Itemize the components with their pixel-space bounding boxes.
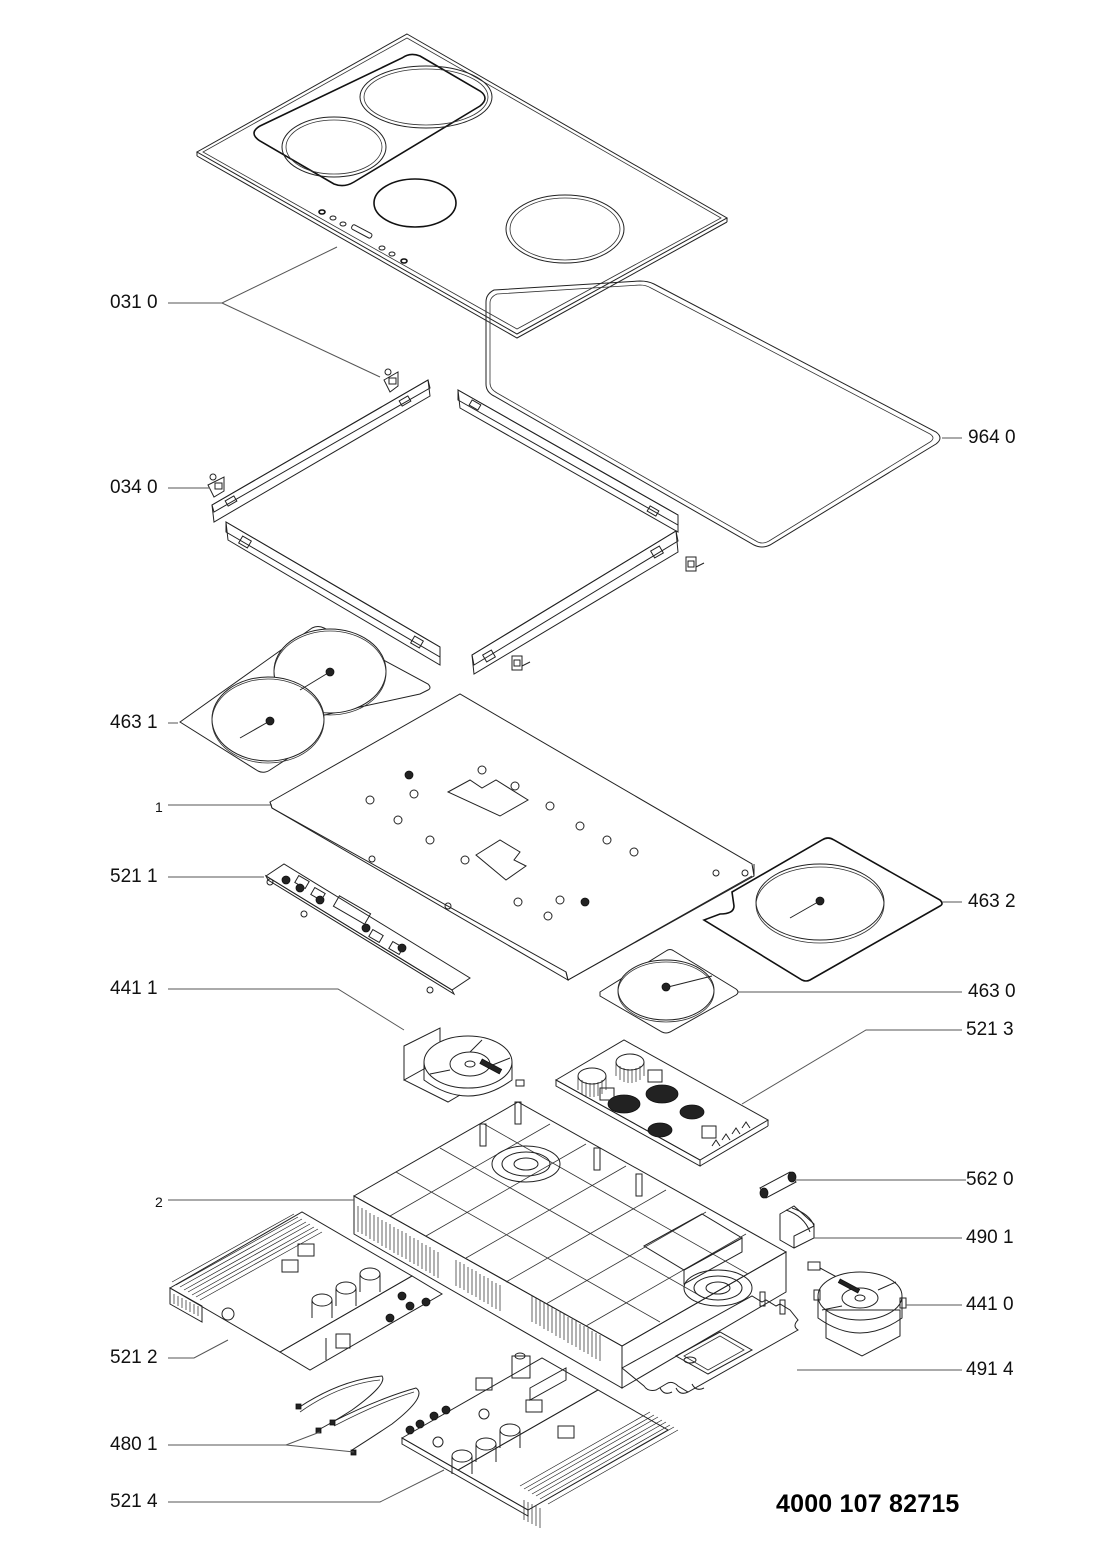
part-label-964-0: 964 0 <box>968 427 1016 448</box>
fan-left-part <box>403 1027 525 1103</box>
cable-set-part <box>295 1375 420 1456</box>
fuse-part <box>759 1171 797 1199</box>
toroid-coils <box>577 1053 705 1138</box>
part-label-031-0: 031 0 <box>110 292 158 313</box>
frame-rails-part <box>207 368 705 675</box>
coil-plate-small-part <box>599 949 739 1034</box>
part-label-034-0: 034 0 <box>110 477 158 498</box>
part-label-521-3: 521 3 <box>966 1019 1014 1040</box>
grommets <box>365 765 749 921</box>
part-label-562-0: 562 0 <box>966 1169 1014 1190</box>
clip-icon <box>685 556 705 572</box>
clip-icon <box>383 368 399 393</box>
part-label-2: 2 <box>155 1194 163 1210</box>
glass-top-part <box>195 33 729 339</box>
clip-icon <box>511 655 531 671</box>
heatsink-fins <box>357 1206 601 1361</box>
gasket-part <box>485 280 941 548</box>
part-label-491-4: 491 4 <box>966 1359 1014 1380</box>
fan-right-part <box>807 1261 907 1357</box>
document-number: 4000 107 82715 <box>776 1490 960 1518</box>
part-label-441-1: 441 1 <box>110 978 158 999</box>
part-label-463-1: 463 1 <box>110 712 158 733</box>
part-label-1: 1 <box>155 799 163 815</box>
part-label-521-2: 521 2 <box>110 1347 158 1368</box>
part-label-441-0: 441 0 <box>966 1294 1014 1315</box>
part-label-463-2: 463 2 <box>968 891 1016 912</box>
control-board-part <box>264 863 471 996</box>
bottom-cover-part <box>621 1291 799 1394</box>
part-label-463-0: 463 0 <box>968 981 1016 1002</box>
part-label-521-1: 521 1 <box>110 866 158 887</box>
fuse-holder-part <box>779 1205 815 1249</box>
coil-plate-double-part <box>179 626 431 773</box>
power-board-left-part <box>169 1211 443 1371</box>
leader-lines <box>168 246 966 1503</box>
coil-plate-large-part <box>702 837 943 982</box>
filter-board-part <box>554 1039 770 1167</box>
clip-icon <box>207 473 225 498</box>
part-label-521-4: 521 4 <box>110 1491 158 1512</box>
housing-part <box>352 1101 788 1389</box>
power-board-right-part <box>400 1352 679 1528</box>
part-label-480-1: 480 1 <box>110 1434 158 1455</box>
part-label-490-1: 490 1 <box>966 1227 1014 1248</box>
support-plate-part <box>269 693 755 982</box>
